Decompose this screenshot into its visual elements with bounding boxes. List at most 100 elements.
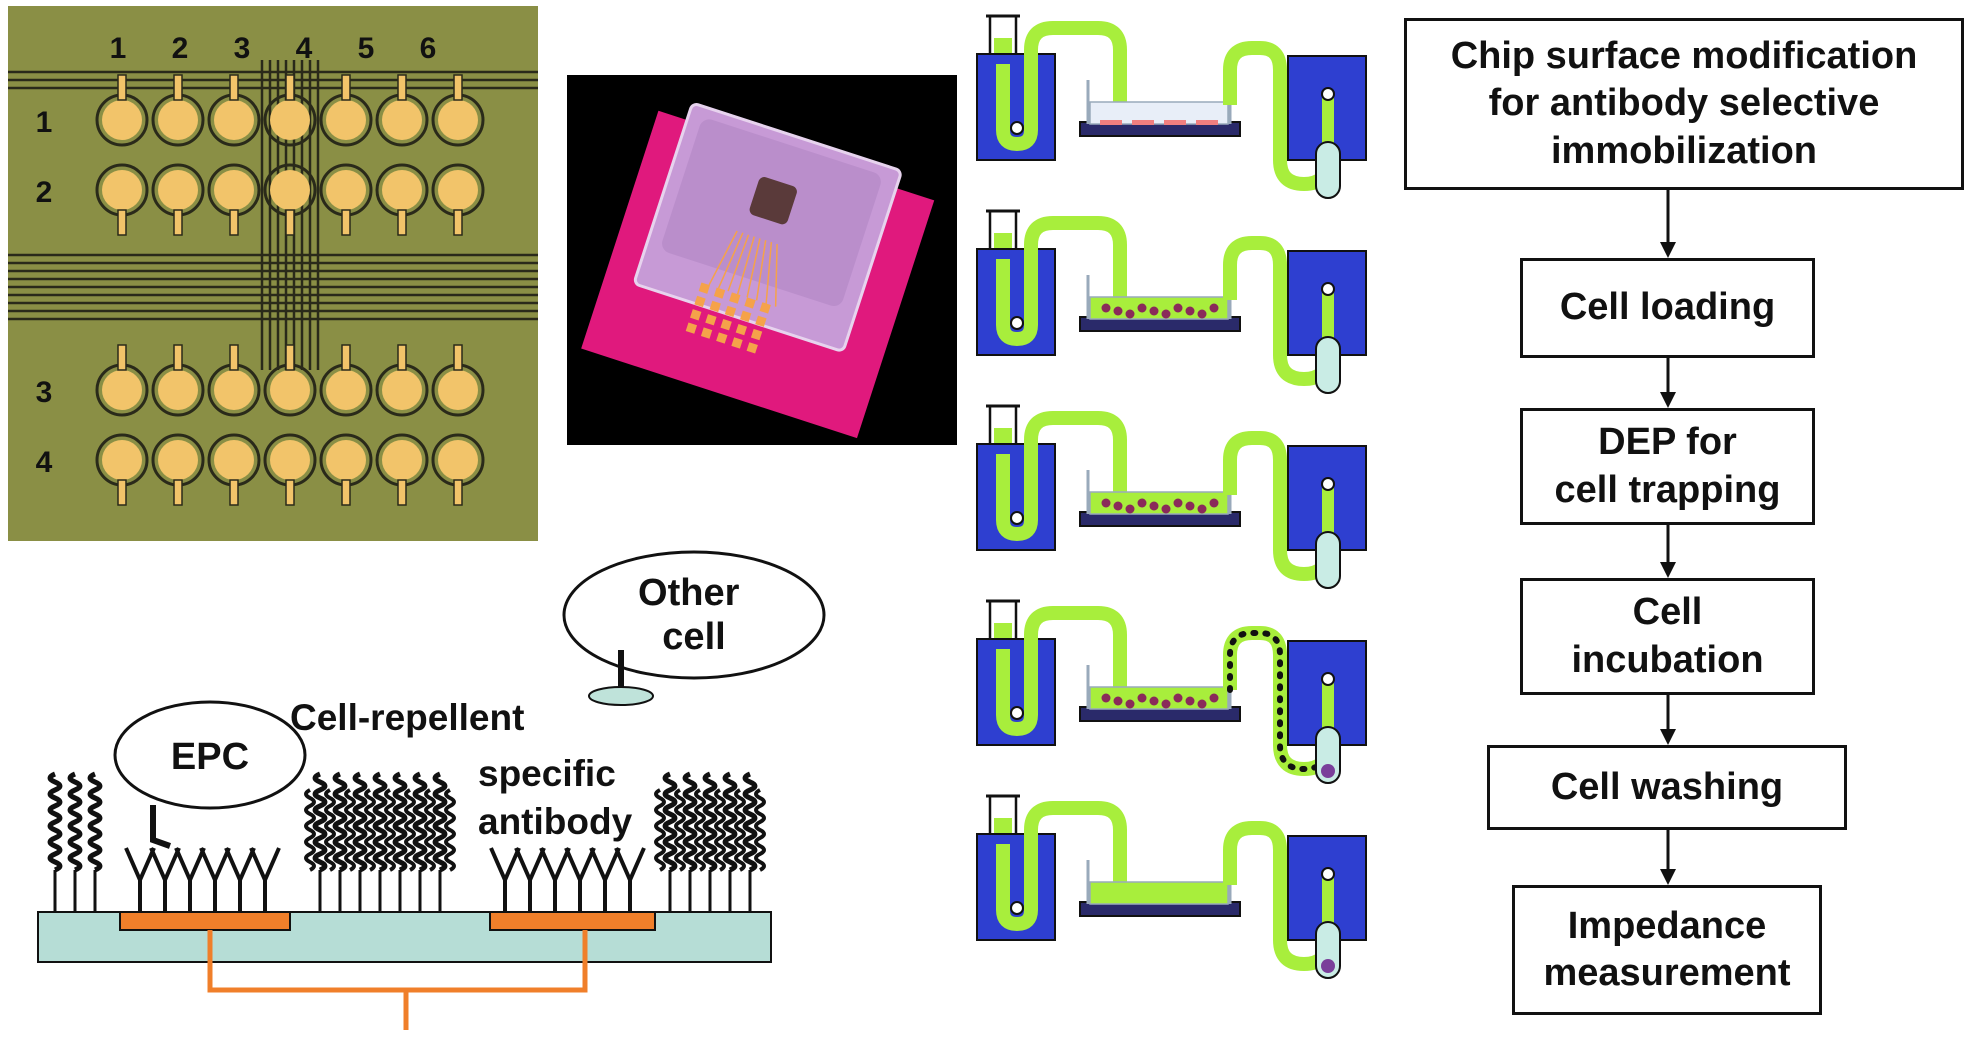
antibody	[614, 847, 646, 912]
antibody	[514, 847, 546, 912]
chip-row-label: 4	[36, 446, 53, 479]
chip-electrode-pad	[207, 344, 261, 417]
process-step-illustration	[976, 404, 1367, 589]
chip-column-label: 1	[110, 32, 127, 65]
device-electrode	[729, 292, 741, 304]
chip-electrode-pad	[319, 74, 373, 147]
flow-step-surface-modification: Chip surface modification for antibody s…	[1404, 18, 1964, 190]
chip-electrode-pad	[319, 163, 373, 236]
chip-electrode-pad	[263, 74, 317, 147]
device-electrode	[685, 322, 698, 334]
repellent-molecule	[364, 788, 376, 872]
device-lead	[774, 243, 778, 307]
chip-electrode-pad	[95, 74, 149, 147]
device-lead	[708, 230, 738, 286]
repellent-molecule	[444, 788, 456, 872]
chip-electrode-pad	[151, 74, 205, 147]
chip-electrode-pad	[151, 433, 205, 506]
epc-cell	[113, 700, 307, 810]
flow-step-cell-washing: Cell washing	[1487, 745, 1847, 830]
chip-electrode-pad	[151, 163, 205, 236]
surface-electrode-left	[119, 911, 291, 931]
device-electrode-grid	[685, 230, 778, 354]
device-electrode	[755, 315, 767, 327]
chip-electrode-pad	[375, 344, 429, 417]
device-lead	[746, 238, 761, 298]
chip-electrode-pad	[151, 344, 205, 417]
chip-electrode-pad	[207, 74, 261, 147]
other-cell-base	[588, 686, 654, 706]
repellent-molecule	[424, 788, 436, 872]
repellent-molecule	[754, 788, 766, 872]
device-electrode	[713, 287, 726, 299]
device-electrode	[724, 305, 737, 318]
chip-electrode-pad	[207, 433, 261, 506]
other-cell-label-line-1: Other	[638, 572, 740, 614]
antibody	[539, 847, 571, 912]
flow-step-cell-loading: Cell loading	[1520, 258, 1815, 358]
chip-electrode-pad	[95, 344, 149, 417]
chip-electrode-pad	[431, 344, 485, 417]
device-electrode	[705, 314, 717, 326]
repellent-molecule	[684, 788, 696, 872]
repellent-molecule	[324, 788, 336, 872]
cell-repellent-label: Cell-repellent	[290, 697, 524, 738]
antibody	[199, 847, 231, 912]
chip-row-label: 1	[36, 106, 53, 139]
repellent-molecule	[674, 788, 686, 872]
chip-traces	[8, 60, 538, 370]
surface-wiring	[207, 930, 588, 1030]
chip-electrode-pad	[375, 433, 429, 506]
flowchart-arrows	[1660, 190, 1676, 885]
repellent-molecule	[724, 788, 736, 872]
device-photo	[567, 75, 957, 445]
chip-column-label: 4	[296, 32, 313, 65]
repellent-molecule	[87, 771, 103, 912]
device-lead	[765, 242, 773, 304]
device-electrode	[690, 309, 702, 321]
device-lead	[727, 234, 750, 292]
chip-electrode-pad	[95, 433, 149, 506]
device-electrode	[750, 328, 763, 341]
device-electrode	[746, 342, 758, 354]
cell-repellent-molecules	[47, 771, 766, 912]
device-electrode	[716, 332, 728, 344]
surface-electrode-right	[489, 911, 656, 931]
chip-electrode-pad	[263, 433, 317, 506]
device-electrode	[735, 323, 748, 336]
chip-electrode-pad	[207, 163, 261, 236]
chip-column-label: 5	[358, 32, 375, 65]
repellent-molecule	[344, 788, 356, 872]
repellent-molecule	[744, 788, 756, 872]
device-electrode	[709, 300, 721, 313]
repellent-molecule	[314, 788, 326, 872]
chip-electrode-pad	[375, 74, 429, 147]
device-electrode	[740, 310, 752, 322]
device-chamber	[749, 177, 797, 225]
chip-electrode-pad	[375, 163, 429, 236]
flow-arrow-head	[1660, 869, 1676, 885]
device-electrode	[759, 302, 771, 314]
specific-antibody-label: specific antibody	[478, 753, 633, 842]
repellent-molecule	[384, 788, 396, 872]
specific-antibody-label-line-1: specific	[478, 753, 616, 794]
flow-step-cell-incubation: Cell incubation	[1520, 578, 1815, 695]
repellent-molecule	[734, 788, 746, 872]
surface-schematic: EPC Other cell Cell-repellent specific a…	[37, 550, 826, 1030]
process-illustrations	[976, 14, 1367, 979]
chip-column-label: 2	[172, 32, 189, 65]
epc-receptor	[150, 805, 171, 849]
antibody	[564, 847, 596, 912]
flow-arrow-head	[1660, 729, 1676, 745]
repellent-molecule	[434, 788, 446, 872]
repellent-molecule	[654, 788, 666, 872]
repellent-molecule	[374, 788, 386, 872]
other-cell-label-line-2: cell	[662, 616, 725, 658]
antibody	[124, 847, 156, 912]
chip-row-label: 2	[36, 176, 53, 209]
flow-step-dep-trapping: DEP for cell trapping	[1520, 408, 1815, 525]
